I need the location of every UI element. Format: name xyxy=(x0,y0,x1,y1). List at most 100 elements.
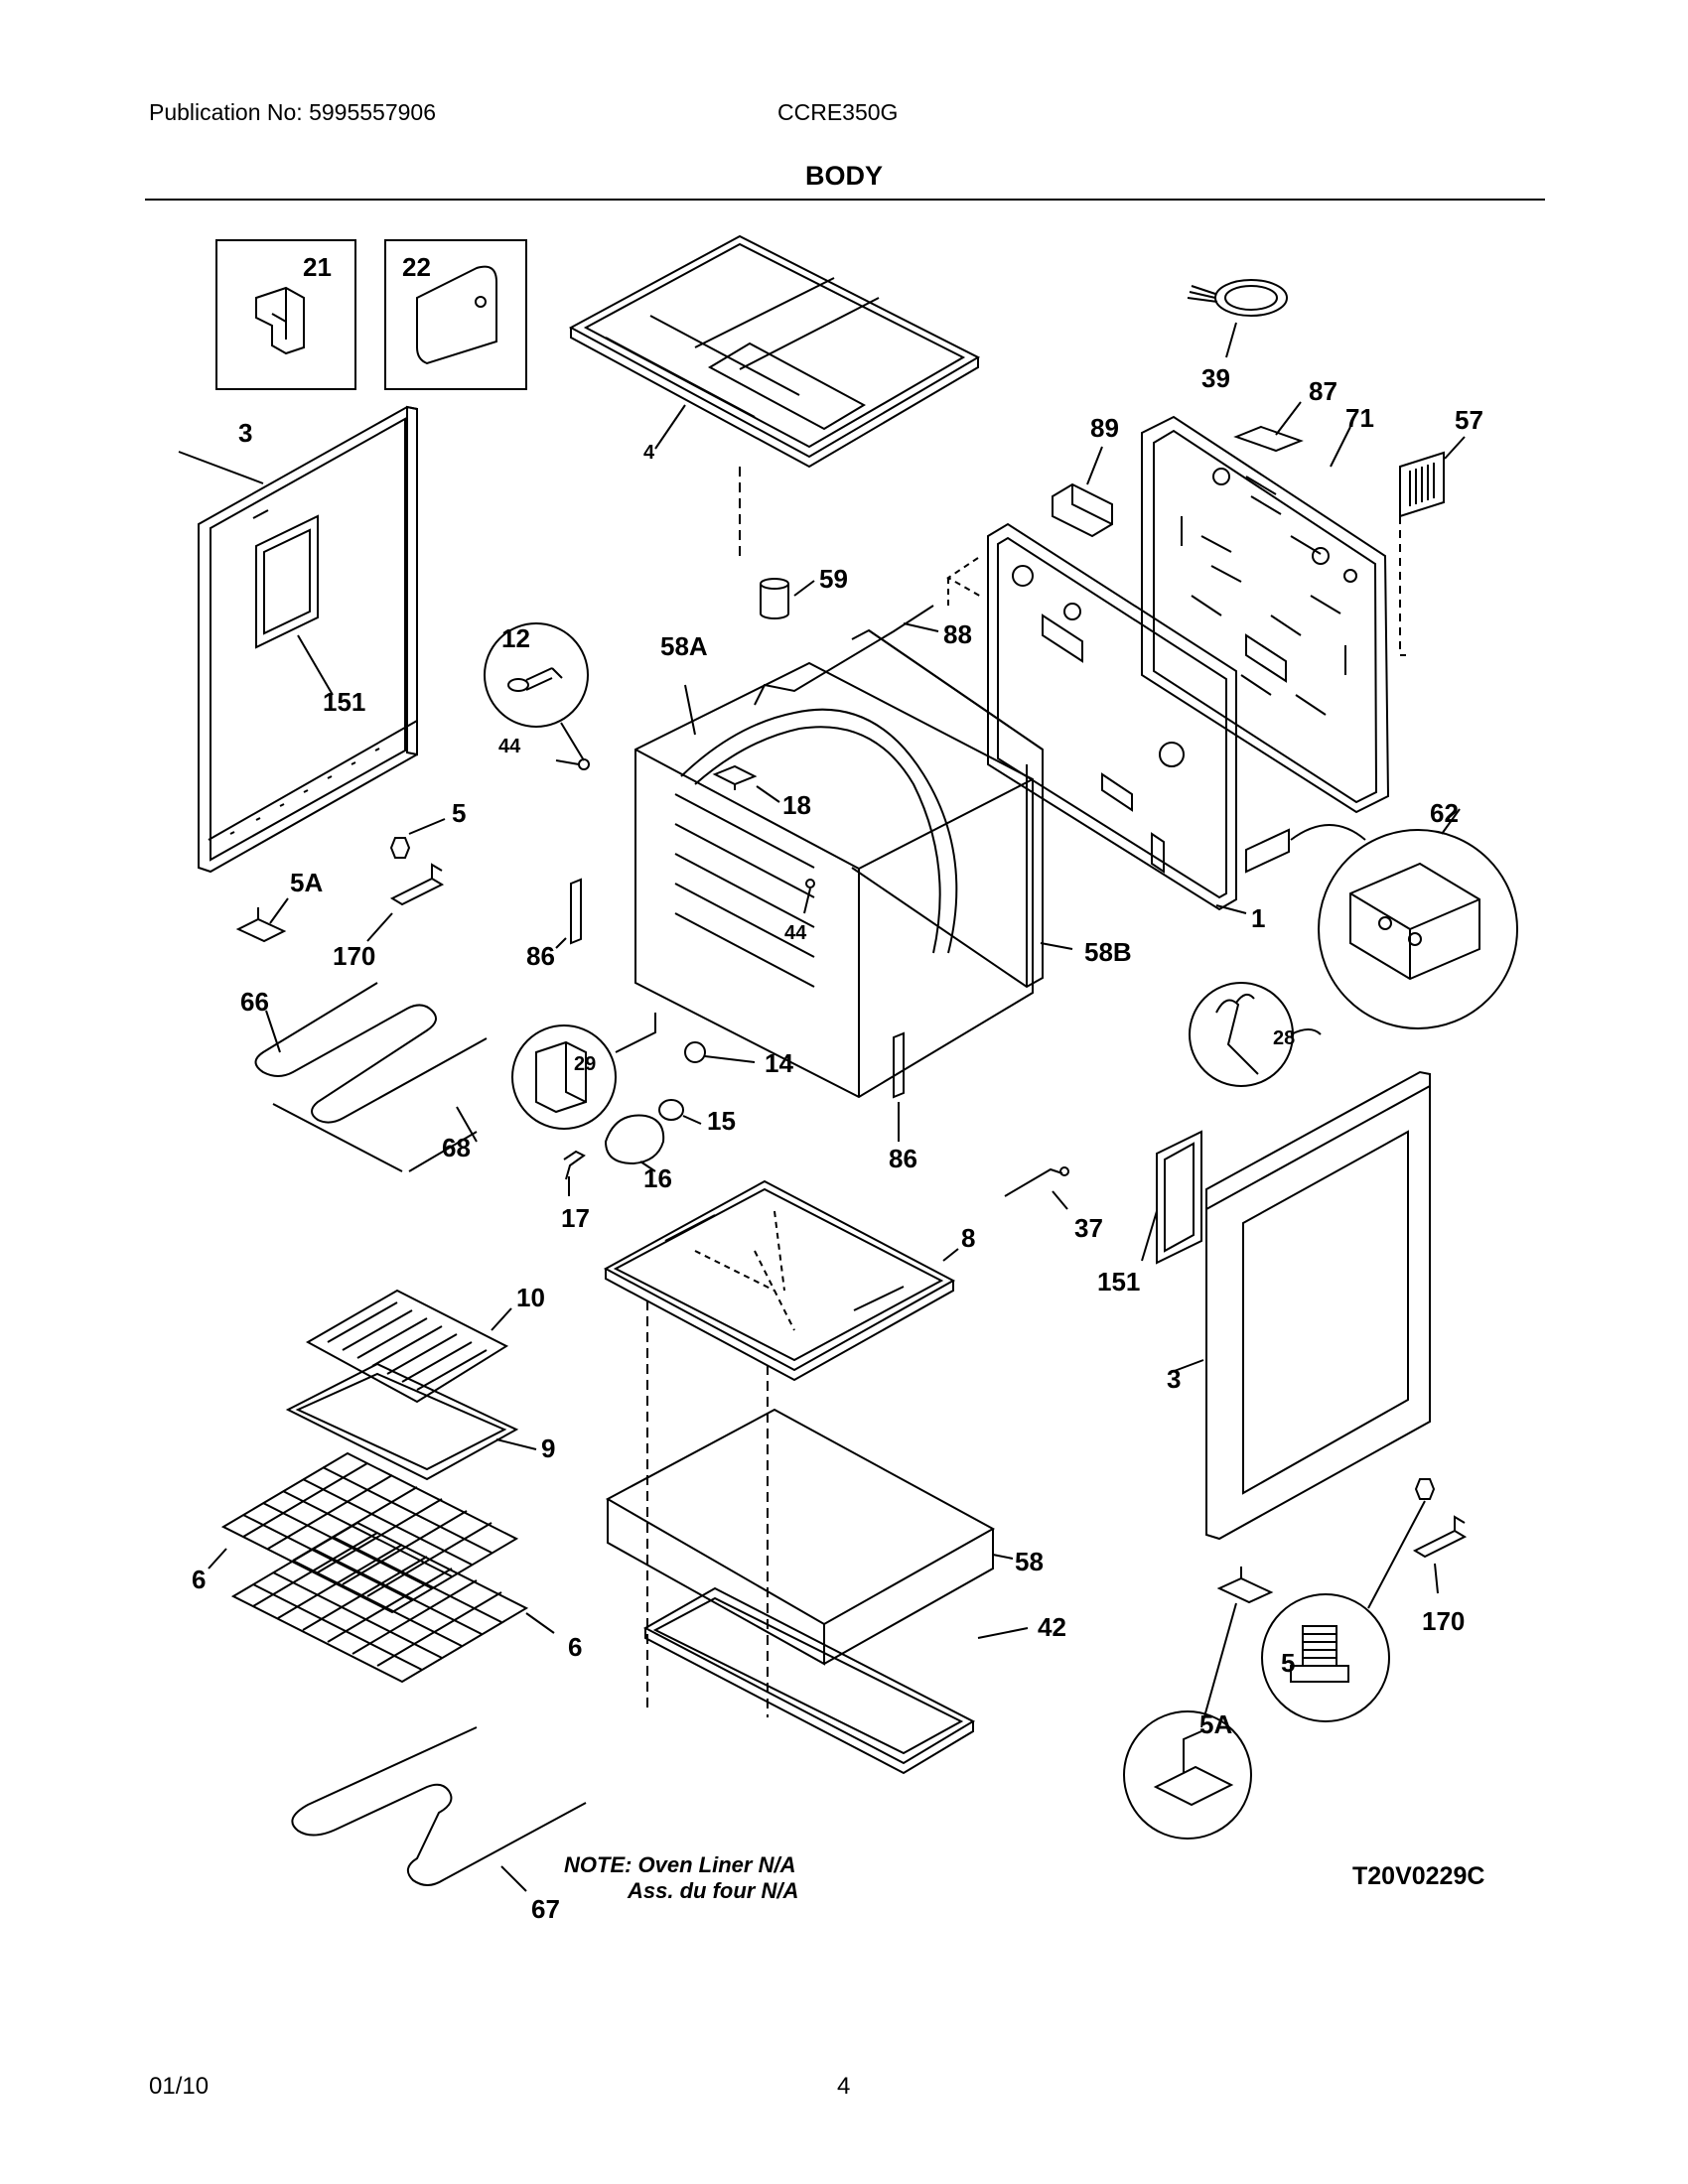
inset-circle-62 xyxy=(1318,829,1518,1029)
part-170-bracket-right xyxy=(1412,1515,1468,1559)
part-37-wire xyxy=(1004,1166,1069,1197)
label-59: 59 xyxy=(819,564,848,594)
part-89-bracket xyxy=(1052,482,1113,538)
label-58: 58 xyxy=(1015,1547,1044,1576)
label-62: 62 xyxy=(1430,798,1459,828)
label-88: 88 xyxy=(943,619,972,649)
label-5-left: 5 xyxy=(452,798,466,828)
part-62-terminal-block xyxy=(1349,862,1480,981)
part-5A-bracket-right xyxy=(1216,1567,1274,1604)
part-14-socket xyxy=(684,1041,706,1063)
label-5A-right: 5A xyxy=(1199,1709,1232,1739)
label-58A: 58A xyxy=(660,631,708,661)
page-number: 4 xyxy=(837,2073,851,2100)
section-title: BODY xyxy=(804,161,883,191)
label-151-right: 151 xyxy=(1097,1267,1140,1297)
part-5-leveling-leg-right xyxy=(1414,1478,1436,1500)
oven-cavity xyxy=(634,661,1034,1099)
inset-box-21 xyxy=(215,239,356,390)
part-21-drawing xyxy=(255,286,305,355)
part-8-oven-bottom xyxy=(603,1179,956,1382)
label-57: 57 xyxy=(1455,405,1483,435)
label-17: 17 xyxy=(561,1203,590,1233)
label-4: 4 xyxy=(643,442,655,464)
part-22-drawing xyxy=(416,265,497,365)
part-5A-drawing xyxy=(1153,1730,1234,1807)
label-66: 66 xyxy=(240,987,269,1017)
part-86-retainer-left xyxy=(570,878,582,945)
label-39: 39 xyxy=(1201,363,1230,393)
label-6-lower: 6 xyxy=(568,1632,582,1662)
label-9: 9 xyxy=(541,1433,555,1463)
label-12: 12 xyxy=(501,623,530,653)
part-5A-bracket-left xyxy=(235,907,287,943)
part-6-oven-rack-lower xyxy=(230,1521,529,1684)
label-86-left: 86 xyxy=(526,941,555,971)
note-line-1: NOTE: Oven Liner N/A xyxy=(564,1852,796,1877)
inset-circle-12 xyxy=(484,622,589,728)
part-66-broil-element xyxy=(254,982,488,1124)
part-44-screw-b xyxy=(805,879,815,888)
part-42-bottom-drawer-pan xyxy=(642,1586,976,1775)
part-6-oven-rack-upper xyxy=(220,1451,519,1614)
part-170-bracket-left xyxy=(389,863,445,906)
label-6-upper: 6 xyxy=(192,1565,206,1594)
label-42: 42 xyxy=(1038,1612,1066,1642)
label-71: 71 xyxy=(1345,403,1374,433)
publication-number: Publication No: 5995557906 xyxy=(149,99,437,125)
part-10-broil-grid xyxy=(305,1289,509,1404)
label-58B: 58B xyxy=(1084,937,1132,967)
inset-circle-5A xyxy=(1123,1710,1252,1840)
label-37: 37 xyxy=(1074,1213,1103,1243)
label-5-right: 5 xyxy=(1281,1648,1295,1678)
inset-circle-5 xyxy=(1261,1593,1390,1722)
part-5-drawing xyxy=(1290,1625,1349,1683)
part-67-bake-element xyxy=(291,1726,587,1886)
part-58A-insulation-wrap xyxy=(680,708,958,954)
label-10: 10 xyxy=(516,1283,545,1312)
label-67: 67 xyxy=(531,1894,560,1924)
model-number: CCRE350G xyxy=(777,99,899,125)
part-151-left-bracket xyxy=(255,514,319,649)
part-17-clip xyxy=(563,1150,586,1180)
label-1: 1 xyxy=(1251,903,1265,933)
part-87-bracket xyxy=(1233,425,1304,453)
label-14: 14 xyxy=(765,1048,793,1078)
label-68: 68 xyxy=(442,1133,471,1162)
part-28-drawing xyxy=(1215,993,1259,1075)
inset-box-22 xyxy=(384,239,527,390)
inset-circle-29 xyxy=(511,1024,617,1130)
note-line-2: Ass. du four N/A xyxy=(628,1878,799,1903)
label-86-right: 86 xyxy=(889,1144,917,1173)
label-8: 8 xyxy=(961,1223,975,1253)
label-87: 87 xyxy=(1309,376,1337,406)
label-89: 89 xyxy=(1090,413,1119,443)
part-9-broil-pan xyxy=(285,1362,519,1481)
part-3-left-side-panel xyxy=(198,405,418,874)
part-57-label-plate xyxy=(1399,451,1445,518)
part-15-bulb xyxy=(658,1099,684,1121)
label-3-right: 3 xyxy=(1167,1364,1181,1394)
part-3-right-side-panel xyxy=(1205,1070,1431,1541)
part-59-vent-tube xyxy=(760,578,789,619)
label-28: 28 xyxy=(1273,1027,1295,1049)
part-151-right-bracket xyxy=(1156,1130,1202,1265)
footer-date: 01/10 xyxy=(149,2073,210,2100)
label-3-left: 3 xyxy=(238,418,252,448)
part-18-sensor xyxy=(712,764,758,790)
part-86-retainer-right xyxy=(893,1031,905,1099)
label-15: 15 xyxy=(707,1106,736,1136)
part-5-leveling-leg-left xyxy=(389,837,411,859)
part-4-top-panel xyxy=(568,234,981,469)
label-21: 21 xyxy=(303,252,332,282)
part-71-rear-panel xyxy=(1141,415,1390,814)
label-5A-left: 5A xyxy=(290,868,323,897)
part-29-drawing xyxy=(535,1040,587,1114)
label-151-left: 151 xyxy=(323,687,365,717)
part-12-drawing xyxy=(507,667,563,692)
header-rule xyxy=(145,199,1545,201)
part-68-shield-wire xyxy=(272,1103,478,1172)
part-58B-insulation-blanket xyxy=(851,628,1044,989)
diagram-code: T20V0229C xyxy=(1352,1862,1485,1890)
